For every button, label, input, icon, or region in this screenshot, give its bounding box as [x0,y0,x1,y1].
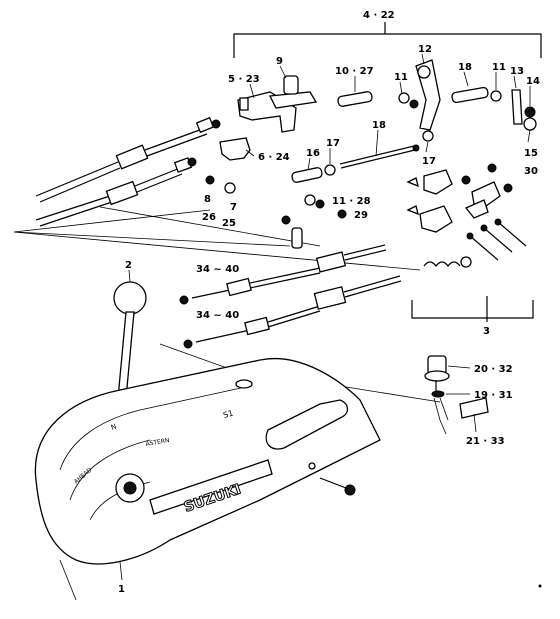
nut-part-14 [523,106,537,131]
neutral-text: N [110,423,118,432]
label-16: 16 [306,148,320,159]
label-2: 2 [125,260,132,271]
pin-part-10 [337,91,373,107]
rod-part-18b [339,144,420,169]
housing-screw [319,477,356,496]
bracket-4-22 [233,22,542,58]
label-21-33: 21 · 33 [466,436,505,447]
cable-middle-1 [179,244,387,305]
label-14: 14 [526,76,540,87]
label-19-31: 19 · 31 [474,390,513,401]
label-18a: 18 [458,62,472,73]
bracket-part-6 [219,137,251,161]
label-20-32: 20 · 32 [474,364,513,375]
label-6-24: 6 · 24 [258,152,290,163]
label-9: 9 [276,56,283,67]
washer-part-17b [422,130,434,142]
label-17b: 17 [422,156,436,167]
label-26: 26 [202,212,216,223]
clip-part-13 [511,89,523,125]
label-11a: 11 [394,72,408,83]
arm-part-12 [415,59,441,131]
leader-lines [119,53,531,581]
small-part-29 [337,209,347,219]
rod-part-18a [451,86,489,104]
label-25: 25 [222,218,236,229]
remote-control-housing [34,358,381,601]
label-5-23: 5 · 23 [228,74,260,85]
label-3: 3 [483,326,490,337]
speck-dot [538,584,542,588]
label-4-22: 4 · 22 [363,10,395,21]
label-17a: 17 [326,138,340,149]
cable-upper-2 [35,157,197,227]
cable-upper-1 [35,116,221,203]
small-part-center [281,215,303,249]
small-part-11-28 [304,194,325,209]
part-labels: 4 · 22 5 · 23 9 10 · 27 11 12 18 11 13 1… [118,10,540,595]
nut-part-17a [324,164,336,176]
label-12: 12 [418,44,432,55]
guide-lines [13,206,441,403]
screw-group [423,218,527,268]
label-30: 30 [524,166,538,177]
cable-middle-2 [183,275,402,349]
lever-part-9 [268,75,318,109]
label-34-40b: 34 ~ 40 [196,310,239,321]
small-part-8-7 [205,175,236,194]
label-34-40a: 34 ~ 40 [196,264,239,275]
label-11-28: 11 · 28 [332,196,371,207]
label-8: 8 [204,194,211,205]
neutral-switch [424,355,489,435]
pin-part-16 [291,167,323,183]
label-1: 1 [118,584,125,595]
label-29: 29 [354,210,368,221]
label-7: 7 [230,202,237,213]
nut-part-11a [398,92,419,109]
label-15: 15 [524,148,538,159]
label-10-27: 10 · 27 [335,66,374,77]
part-mark-text: S1 [222,409,234,420]
astern-text: ASTERN [145,437,170,448]
right-cluster [406,163,513,233]
nut-part-11b [490,90,502,102]
bracket-3 [411,296,534,322]
label-18b: 18 [372,120,386,131]
label-13: 13 [510,66,524,77]
label-11b: 11 [492,62,506,73]
